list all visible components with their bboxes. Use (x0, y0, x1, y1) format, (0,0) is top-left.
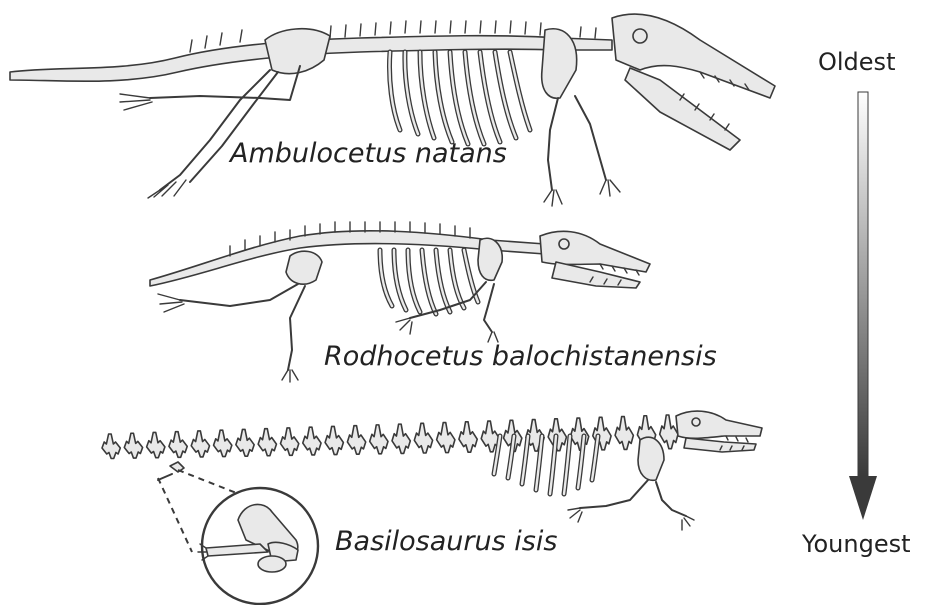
youngest-label: Youngest (802, 530, 911, 558)
vertebra (214, 430, 232, 456)
vertebra (347, 426, 365, 455)
species-label-rodhocetus: Rodhocetus balochistanensis (324, 341, 717, 372)
species-label-basilosaurus: Basilosaurus isis (335, 526, 557, 557)
vertebra (102, 434, 120, 459)
vertebra (169, 432, 187, 458)
vertebra (258, 429, 276, 456)
ambulocetus-skeleton (10, 14, 775, 206)
vertebra (236, 429, 254, 456)
vertebra (370, 425, 388, 454)
vertebra (615, 417, 633, 450)
time-arrow (849, 92, 877, 520)
vertebra (570, 418, 588, 450)
vertebra (459, 422, 477, 452)
vertebra (280, 428, 298, 455)
oldest-label: Oldest (818, 48, 895, 76)
vertebra (303, 427, 321, 455)
basilosaurus-skeleton (102, 411, 762, 604)
vertebra (660, 415, 678, 449)
species-label-ambulocetus: Ambulocetus natans (230, 138, 507, 169)
vertebra (437, 423, 455, 453)
vertebra (124, 433, 142, 458)
vertebra (392, 424, 410, 453)
vertebra (414, 423, 432, 453)
vertebra (191, 431, 209, 457)
vertebra (147, 432, 165, 457)
vertebra (325, 426, 343, 454)
